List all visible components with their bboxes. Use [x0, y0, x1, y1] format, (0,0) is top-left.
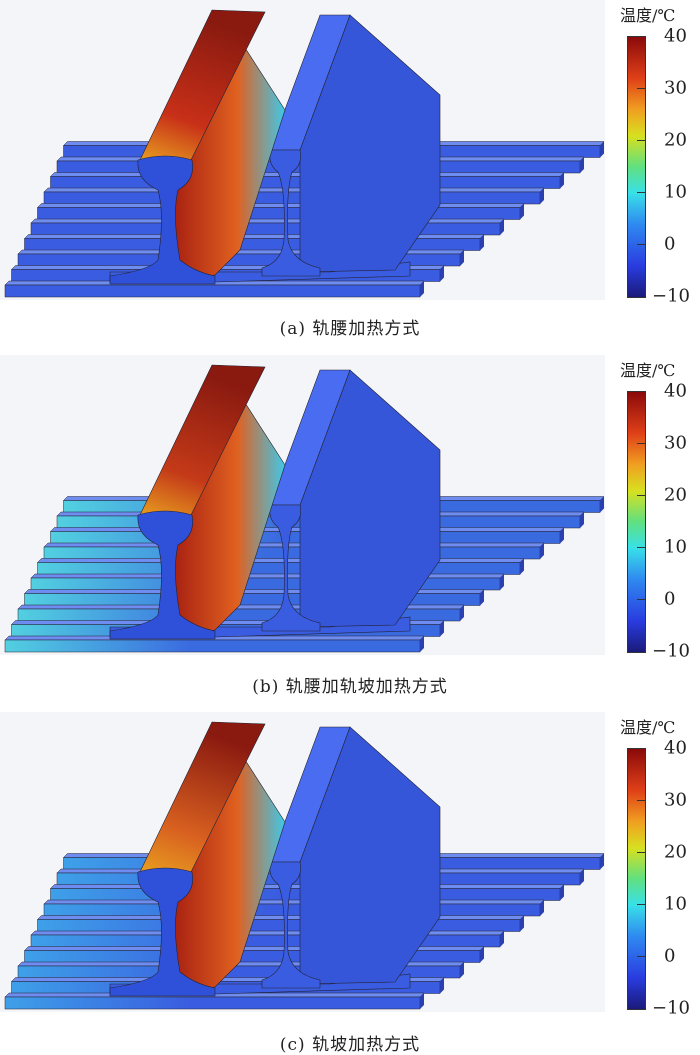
colorbar-tick-label: 30 [664, 432, 687, 454]
colorbar-tick-label: −10 [652, 640, 690, 662]
colorbar-tick-label: −10 [652, 997, 690, 1019]
colorbar-tick-label: 40 [664, 25, 687, 47]
unheated-rail [261, 726, 441, 989]
heated-rail [109, 9, 286, 285]
heated-rail [109, 364, 286, 640]
colorbar-tick [637, 599, 645, 600]
colorbar-tick-label: 40 [664, 737, 687, 759]
colorbar-tick-label: 0 [664, 945, 676, 967]
temperature-field-render [0, 355, 605, 655]
colorbar-tick-label: 40 [664, 380, 687, 402]
colorbar-title: 温度/℃ [620, 6, 676, 25]
colorbar-tick [637, 956, 645, 957]
colorbar-tick [637, 852, 645, 853]
colorbar-tick [637, 443, 645, 444]
colorbar-tick-label: 20 [664, 484, 687, 506]
colorbar-tick [637, 88, 645, 89]
sleeper [36, 915, 525, 932]
sleeper [36, 558, 525, 575]
colorbar-tick [637, 547, 645, 548]
sleeper [30, 573, 505, 591]
colorbar-tick-label: 30 [664, 77, 687, 99]
caption-b: (b) 轨腰加轨坡加热方式 [252, 677, 448, 697]
temperature-field-render [0, 0, 605, 300]
colorbar-title: 温度/℃ [620, 361, 676, 380]
colorbar-title: 温度/℃ [620, 718, 676, 737]
colorbar-tick [637, 495, 645, 496]
sleeper [43, 187, 545, 205]
colorbar-tick-label: 0 [664, 233, 676, 255]
colorbar-tick [637, 244, 645, 245]
sleeper [43, 542, 545, 560]
colorbar-tick-label: 0 [664, 588, 676, 610]
colorbar-tick [637, 800, 645, 801]
sleeper [30, 218, 505, 236]
colorbar-tick [637, 904, 645, 905]
colorbar-tick [637, 140, 645, 141]
colorbar [627, 748, 646, 1010]
caption-a: (a) 轨腰加热方式 [279, 319, 421, 339]
colorbar-tick-label: 20 [664, 129, 687, 151]
colorbar [627, 36, 646, 298]
colorbar-tick-label: 10 [664, 536, 687, 558]
caption-c: (c) 轨坡加热方式 [279, 1035, 421, 1055]
unheated-rail [261, 14, 441, 277]
colorbar-tick-label: 10 [664, 893, 687, 915]
colorbar-tick-label: −10 [652, 285, 690, 307]
unheated-rail [261, 369, 441, 632]
sleeper [30, 930, 505, 948]
colorbar [627, 391, 646, 653]
colorbar-tick [637, 192, 645, 193]
colorbar-tick-label: 10 [664, 181, 687, 203]
colorbar-tick-label: 20 [664, 841, 687, 863]
temperature-field-render [0, 712, 605, 1012]
sleeper [43, 899, 545, 917]
sleeper [36, 203, 525, 220]
heated-rail [109, 721, 286, 997]
colorbar-tick-label: 30 [664, 789, 687, 811]
